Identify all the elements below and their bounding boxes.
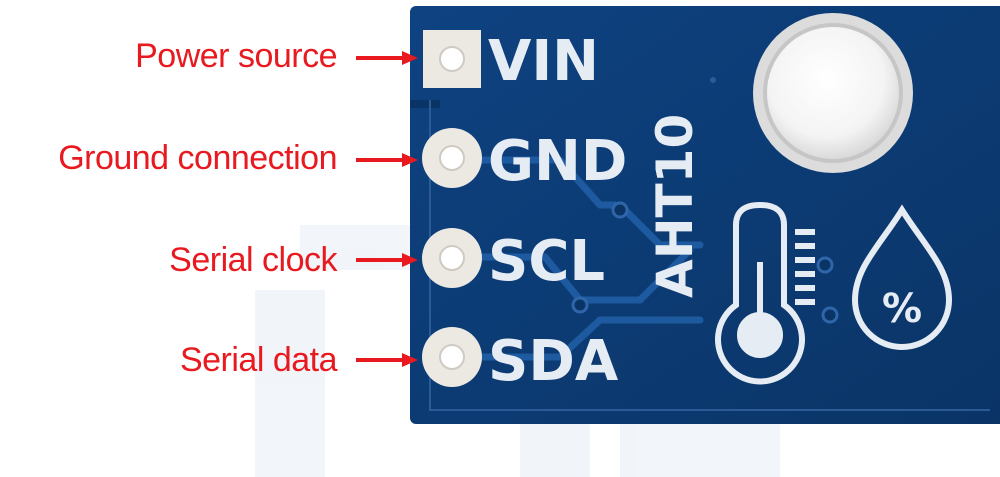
pad-gnd-hole xyxy=(439,145,465,171)
annotation-label-serial-clock: Serial clock xyxy=(169,241,337,279)
pcb-edge-notch xyxy=(410,100,440,108)
thermometer-icon xyxy=(715,201,815,385)
humidity-symbol: % xyxy=(882,286,922,332)
sensor-dome xyxy=(763,23,903,163)
pad-scl-hole xyxy=(439,245,465,271)
pin-label-gnd: GND xyxy=(488,129,627,194)
pin-label-scl: SCL xyxy=(488,229,605,294)
annotation-label-ground-connection: Ground connection xyxy=(58,139,337,177)
pcb-small-via xyxy=(710,77,716,83)
annotation-label-serial-data: Serial data xyxy=(179,341,338,379)
pin-label-vin: VIN xyxy=(488,29,599,94)
pcb-vias xyxy=(571,201,839,324)
annotation-arrows xyxy=(356,51,418,367)
pad-sda-hole xyxy=(439,344,465,370)
chip-name-label: AHT10 xyxy=(646,114,704,298)
humidity-drop-icon xyxy=(851,204,953,350)
pin-label-sda: SDA xyxy=(488,329,619,394)
pad-vin-hole xyxy=(439,46,465,72)
pcb-silk-border xyxy=(429,100,990,411)
annotation-label-power-source: Power source xyxy=(135,37,337,75)
